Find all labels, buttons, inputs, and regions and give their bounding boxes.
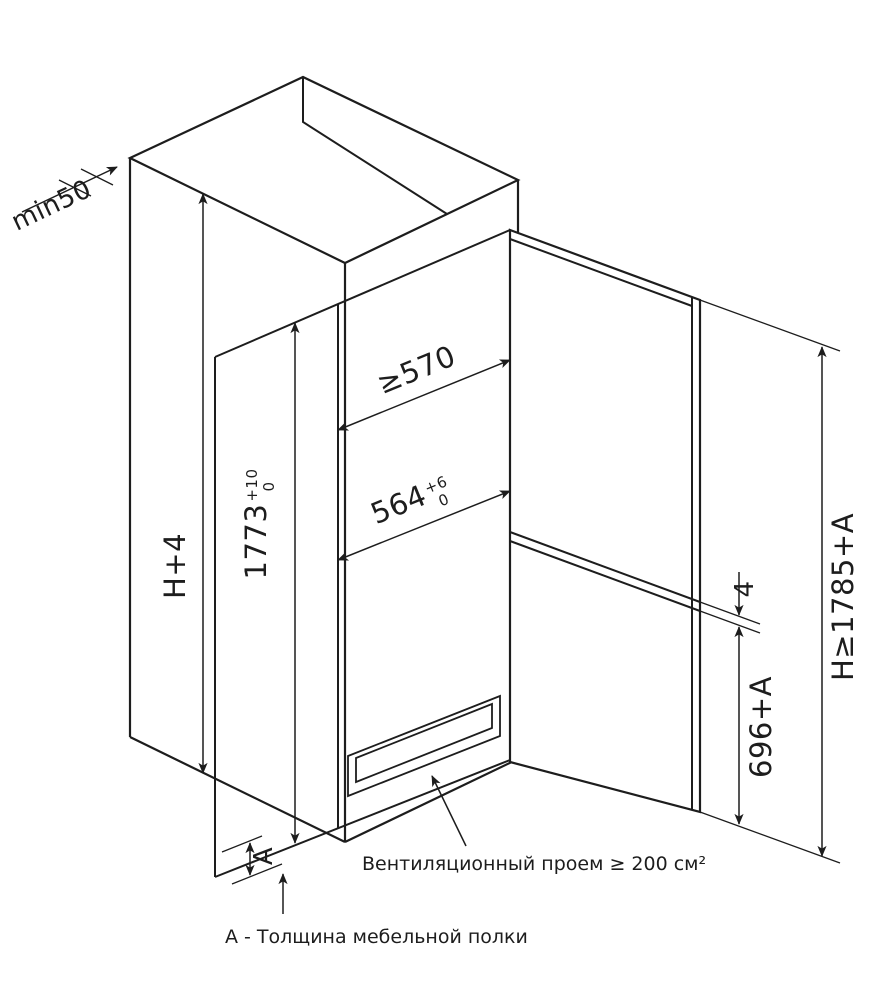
door-gap-ext-lower bbox=[699, 610, 761, 634]
dim-min50: min50 bbox=[7, 166, 118, 237]
door-gap-ext-upper bbox=[699, 601, 761, 625]
min50-arrow bbox=[21, 166, 118, 213]
dim-niche-width: ≥570 bbox=[337, 339, 511, 431]
door-face bbox=[508, 228, 702, 814]
vent-leader bbox=[431, 775, 467, 847]
cabinet-top-step bbox=[302, 77, 448, 215]
cabinet-structure bbox=[127, 75, 521, 843]
dim-door-gap: 4 bbox=[699, 572, 761, 634]
vent-slot-outer bbox=[347, 694, 501, 798]
dim-outer-height: H+4 bbox=[158, 193, 208, 774]
niche-height-sup: +10 bbox=[243, 469, 261, 502]
legend-note: А - Толщина мебельной полки bbox=[225, 926, 528, 948]
cabinet-bottom-left-edge bbox=[129, 736, 346, 843]
door-top-inner-edge bbox=[509, 238, 693, 307]
lower-section-label: 696+A bbox=[744, 676, 778, 778]
vent-note-label: Вентиляционный проем ≥ 200 см² bbox=[362, 853, 706, 875]
shelf-ext-top bbox=[221, 835, 263, 853]
niche-height-sub: 0 bbox=[260, 481, 278, 491]
dim-total-height: H≥1785+A bbox=[699, 299, 860, 864]
niche-width-arrow bbox=[337, 359, 511, 431]
door-panel bbox=[508, 228, 702, 814]
cabinet-top-face bbox=[127, 75, 521, 265]
door-gap-label: 4 bbox=[730, 580, 760, 597]
niche-height-label: 1773 +100 bbox=[239, 469, 278, 580]
min50-tick-2 bbox=[80, 168, 114, 186]
shelf-ext-bottom bbox=[231, 863, 283, 885]
total-height-ext-bottom bbox=[699, 811, 841, 864]
dim-niche-height: 1773 +100 bbox=[239, 322, 300, 844]
door-divider-upper-line bbox=[509, 531, 701, 603]
shelf-thickness-label: A bbox=[249, 847, 279, 865]
niche-width-label: ≥570 bbox=[372, 339, 460, 401]
recess-width-value: 564 bbox=[366, 478, 431, 531]
total-height-label: H≥1785+A bbox=[826, 513, 860, 681]
dim-lower-section: 696+A bbox=[734, 626, 778, 825]
outer-height-label: H+4 bbox=[158, 533, 192, 599]
recess-width-label: 564+60 bbox=[366, 469, 457, 536]
min50-tick-1 bbox=[58, 179, 92, 197]
vent-slot-inner bbox=[355, 702, 493, 784]
total-height-ext-top bbox=[699, 299, 841, 352]
niche-height-value: 1773 bbox=[239, 504, 273, 580]
legend-label: А - Толщина мебельной полки bbox=[225, 926, 528, 948]
niche-bottom-edge bbox=[214, 759, 511, 878]
recess-width-arrow bbox=[337, 490, 511, 561]
min50-label: min50 bbox=[7, 174, 96, 237]
vent-note: Вентиляционный проем ≥ 200 см² bbox=[362, 775, 706, 875]
niche-top-edge bbox=[214, 229, 511, 358]
door-divider-lower-line bbox=[509, 540, 701, 612]
dim-shelf-thickness: A bbox=[221, 835, 288, 914]
cabinet-bottom-right-edge bbox=[344, 758, 519, 843]
recess-width-sub: 0 bbox=[436, 490, 452, 510]
dim-recess-width: 564+60 bbox=[337, 469, 511, 561]
